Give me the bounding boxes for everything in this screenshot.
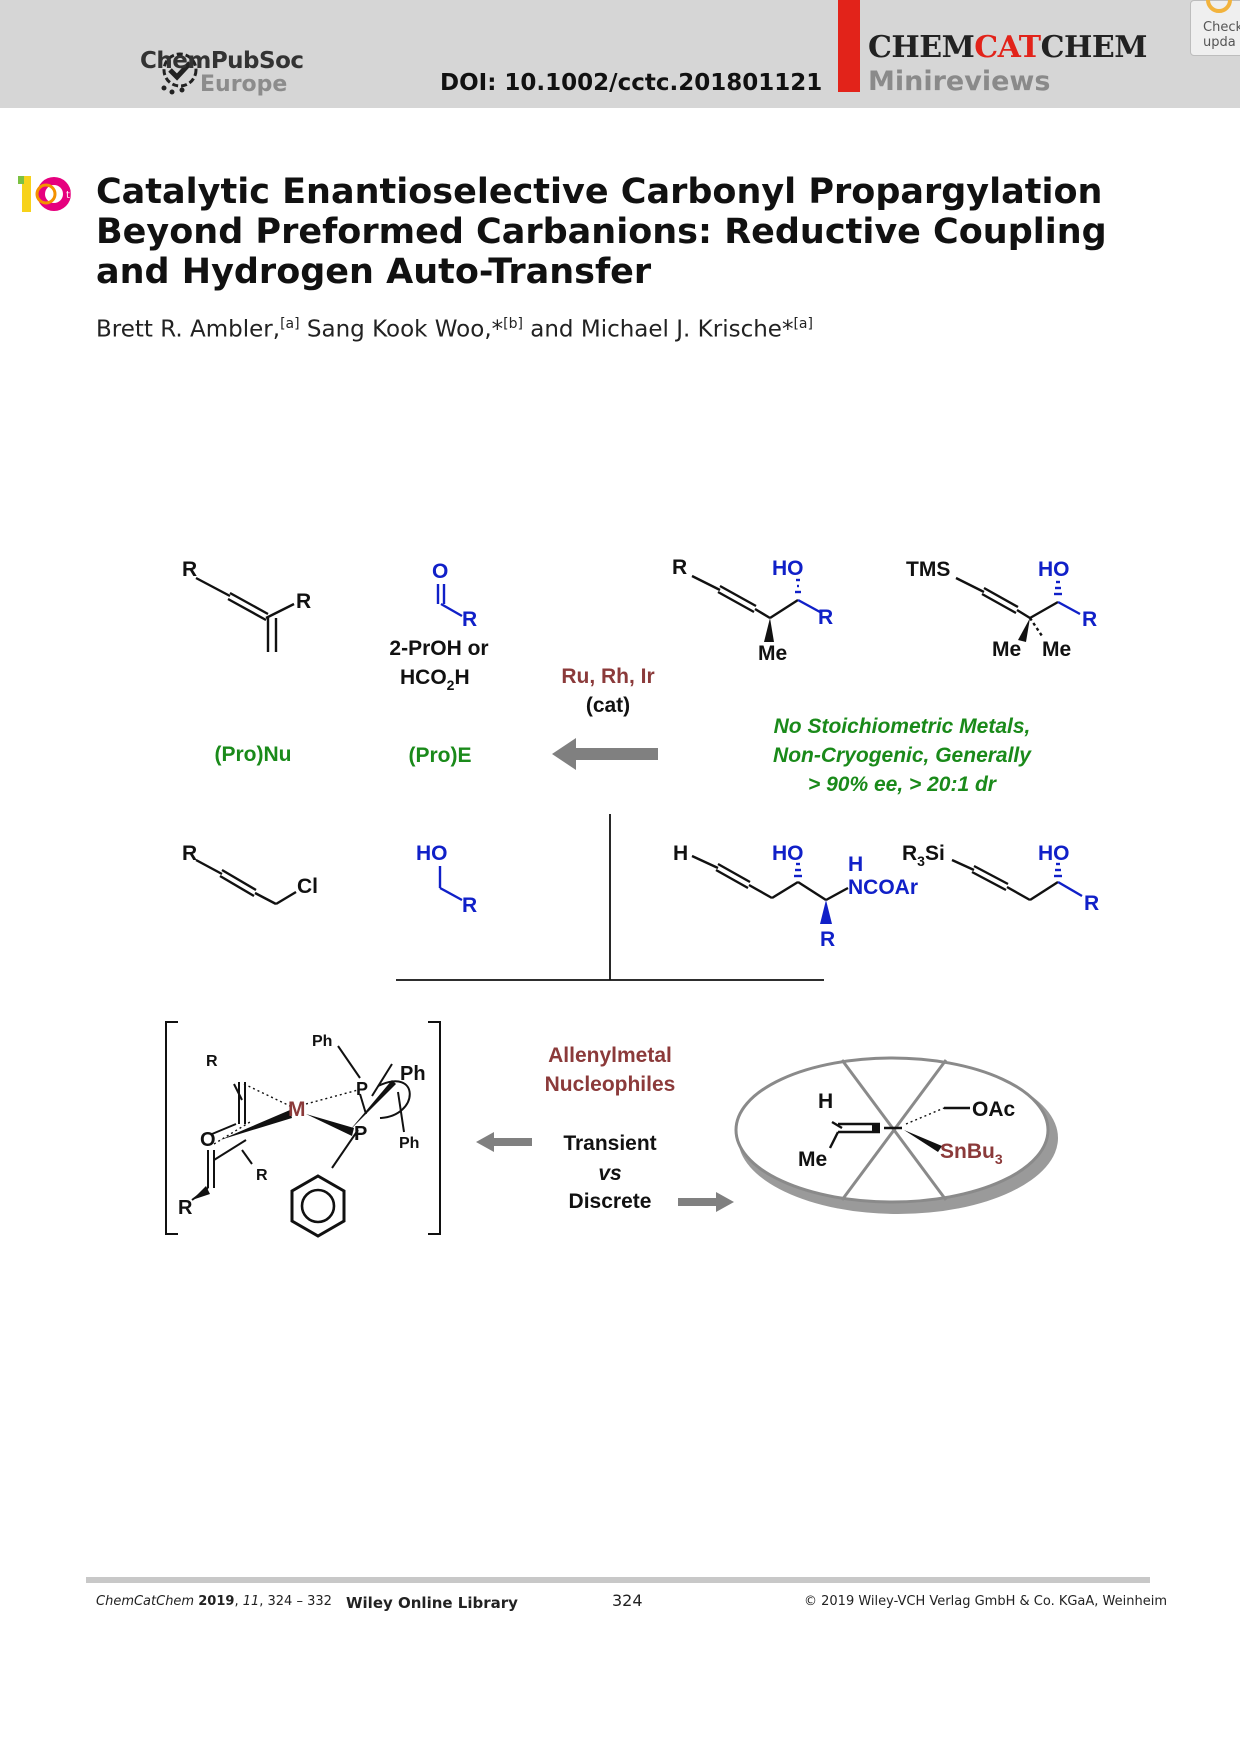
- nucleophile-type: Allenylmetal: [548, 1044, 672, 1067]
- footer-rule: [86, 1577, 1150, 1583]
- footer-year: 2019: [198, 1594, 235, 1609]
- formula-part: R: [902, 842, 917, 865]
- r-label: R: [818, 606, 833, 629]
- methyl-label: Me: [798, 1148, 827, 1171]
- r-label: R: [462, 608, 477, 631]
- phenyl-label: Ph: [312, 1033, 332, 1050]
- pronucleophile-label: (Pro)Nu: [215, 743, 292, 766]
- formula-part: Si: [925, 842, 945, 865]
- r-label: R: [182, 558, 197, 581]
- journal-accent-bar: [838, 0, 860, 92]
- author-affiliation: [a]: [793, 316, 813, 332]
- copyright: © 2019 Wiley-VCH Verlag GmbH & Co. KGaA,…: [804, 1594, 1168, 1609]
- r-label: R: [820, 928, 835, 951]
- page-header: ChemPubSoc Europe DOI: 10.1002/cctc.2018…: [0, 0, 1240, 108]
- journal-title-part: CHEM: [1040, 30, 1148, 65]
- wiley-online-library-link[interactable]: Wiley Online Library: [346, 1594, 518, 1612]
- acetoxy-label: OAc: [972, 1098, 1016, 1121]
- claim-line: > 90% ee, > 20:1 dr: [808, 773, 998, 796]
- formula-subscript: 3: [995, 1151, 1003, 1167]
- hydroxyl-label: HO: [772, 842, 804, 865]
- chlorine-label: Cl: [297, 875, 318, 898]
- aldehyde-o-label: O: [432, 560, 448, 583]
- metal-label: M: [288, 1098, 306, 1121]
- r-label: R: [462, 894, 477, 917]
- formula-part: H: [454, 666, 469, 689]
- formula-part: HCO: [400, 666, 447, 689]
- formula-part: SnBu: [940, 1140, 995, 1163]
- nucleophile-type: Nucleophiles: [545, 1073, 676, 1096]
- author-name: Brett R. Ambler,: [96, 316, 281, 343]
- r-label: R: [256, 1167, 268, 1184]
- badge-line: upda: [1203, 35, 1236, 50]
- publisher-subtitle: Europe: [200, 72, 288, 97]
- chempubsoc-star-logo-icon: [161, 52, 198, 95]
- claim-line: No Stoichiometric Metals,: [774, 715, 1031, 738]
- phosphorus-label: P: [356, 1079, 368, 1099]
- silyl-label: R3Si: [902, 842, 945, 869]
- check-updates-icon: [1206, 0, 1232, 13]
- reductant-formula: HCO2H: [400, 666, 470, 693]
- badge-line: Check: [1203, 20, 1240, 35]
- author-list: Brett R. Ambler,[a] Sang Kook Woo,*[b] a…: [96, 316, 813, 343]
- r-label: R: [1084, 892, 1099, 915]
- phenyl-label: Ph: [399, 1135, 419, 1152]
- hydroxyl-label: HO: [772, 557, 804, 580]
- hydrogen-label: H: [818, 1090, 833, 1113]
- footer-journal: ChemCatChem: [96, 1594, 195, 1609]
- journal-title-part: CHEM: [868, 30, 975, 65]
- left-arrow-icon: [552, 738, 658, 770]
- journal-title-part: CAT: [974, 30, 1041, 65]
- citation: ChemCatChem 2019, 11, 324 – 332: [96, 1594, 332, 1609]
- left-arrow-icon: [476, 1132, 532, 1152]
- r-label: R: [182, 842, 197, 865]
- stannyl-label: SnBu3: [940, 1140, 1003, 1167]
- versus-label: vs: [598, 1162, 621, 1185]
- tms-label: TMS: [906, 558, 950, 581]
- proelectrophile-label: (Pro)E: [409, 744, 472, 767]
- author-affiliation: [a]: [280, 316, 300, 332]
- r-label: R: [1082, 608, 1097, 631]
- hydrogen-label: H: [673, 842, 688, 865]
- hydroxyl-label: HO: [1038, 842, 1070, 865]
- author-affiliation: [b]: [503, 316, 523, 332]
- article-title: Catalytic Enantioselective Carbonyl Prop…: [96, 172, 1107, 292]
- journal-title: CHEMCATCHEM: [868, 30, 1147, 65]
- hydroxyl-label: HO: [416, 842, 448, 865]
- anniversary-suffix: th: [66, 190, 76, 201]
- phenyl-label: Ph: [400, 1063, 426, 1085]
- methyl-label: Me: [992, 638, 1021, 661]
- r-label: R: [296, 590, 311, 613]
- author-name: Sang Kook Woo,*: [299, 316, 504, 343]
- methyl-label: Me: [1042, 638, 1071, 661]
- discrete-label: Discrete: [569, 1190, 652, 1213]
- doi[interactable]: DOI: 10.1002/cctc.201801121: [440, 70, 823, 96]
- footer-pages: , 324 – 332: [259, 1594, 332, 1609]
- footer-volume: 11: [242, 1594, 260, 1609]
- r-label: R: [672, 556, 687, 579]
- publisher-name: ChemPubSoc: [140, 48, 304, 74]
- author-name: and Michael J. Krische*: [522, 316, 794, 343]
- oxygen-label: O: [200, 1129, 216, 1151]
- catalyst-loading: (cat): [586, 694, 630, 717]
- formula-subscript: 2: [447, 677, 455, 693]
- ncoar-label: NCOAr: [848, 876, 918, 899]
- reductant-label: 2-PrOH or: [389, 637, 488, 660]
- claim-line: Non-Cryogenic, Generally: [773, 744, 1032, 767]
- r-label: R: [206, 1053, 218, 1070]
- hydroxyl-label: HO: [1038, 558, 1070, 581]
- methyl-label: Me: [758, 642, 787, 665]
- right-arrow-icon: [678, 1192, 734, 1212]
- formula-subscript: 3: [917, 853, 925, 869]
- section-label: Minireviews: [868, 66, 1051, 97]
- page-number: 324: [612, 1591, 643, 1610]
- catalyst-metals: Ru, Rh, Ir: [561, 665, 654, 688]
- tenth-anniversary-icon: th: [18, 176, 76, 212]
- r-label: R: [178, 1197, 193, 1219]
- phosphorus-label: P: [354, 1123, 367, 1145]
- hydrogen-label: H: [848, 853, 863, 876]
- transient-label: Transient: [563, 1132, 656, 1155]
